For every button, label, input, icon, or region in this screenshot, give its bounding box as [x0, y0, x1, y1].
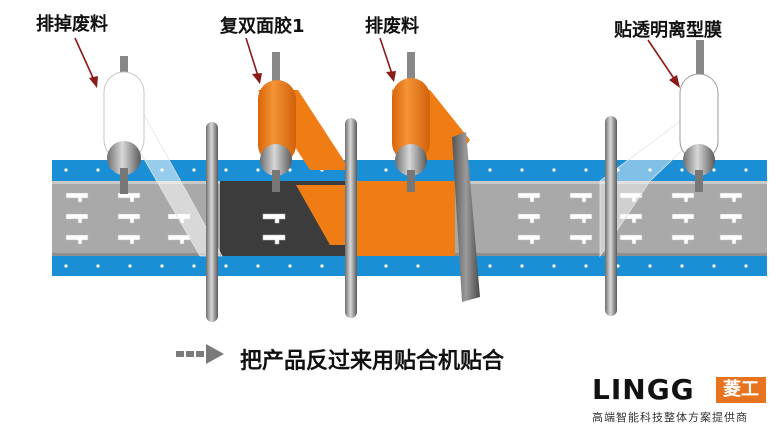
label-discard-waste-left: 排掉废料: [36, 14, 108, 35]
brand-logo-badge: 菱工: [716, 377, 766, 403]
release-film-roller: [679, 40, 719, 192]
waste-roller-left: [103, 56, 145, 194]
label-discard-waste-mid: 排废料: [365, 16, 419, 37]
caption-arrow-icon: [176, 344, 224, 364]
process-caption: 把产品反过来用贴合机贴合: [240, 349, 505, 374]
brand-logo-text: LINGG: [592, 373, 695, 406]
brand-tagline: 高端智能科技整体方案提供商: [592, 411, 748, 424]
tape-roller-1: [258, 52, 296, 192]
guide-bars: [206, 116, 617, 322]
tape-roller-2: [392, 52, 430, 192]
label-double-sided-tape: 复双面胶1: [220, 16, 305, 37]
label-pointer-arrows: [74, 37, 680, 88]
label-apply-release-film: 贴透明离型膜: [614, 20, 722, 41]
cutting-blade: [452, 132, 480, 302]
